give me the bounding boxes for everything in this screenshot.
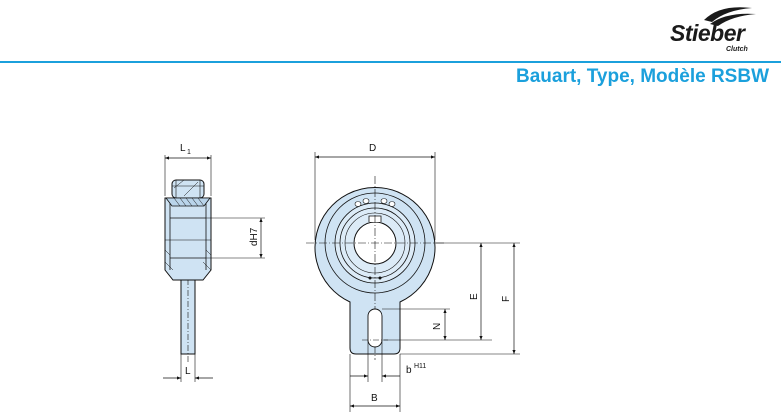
logo-swoosh-icon <box>704 7 756 26</box>
label-dh7: dH7 <box>249 227 260 246</box>
label-bh11: b <box>406 365 412 376</box>
label-l1: L <box>180 143 186 154</box>
label-bh11-superscript: H11 <box>414 363 426 370</box>
brand-subtitle: Clutch <box>726 46 748 53</box>
front-view: D E F N b H11 B <box>306 143 520 412</box>
label-b: B <box>371 393 378 404</box>
label-e: E <box>469 293 480 300</box>
side-view: L 1 dH7 L <box>163 143 265 382</box>
label-l: L <box>185 366 191 377</box>
brand-name: Stieber <box>670 20 745 46</box>
label-n: N <box>432 323 443 330</box>
label-f: F <box>501 296 512 302</box>
page-title: Bauart, Type, Modèle RSBW <box>515 66 769 87</box>
label-d: D <box>369 143 376 154</box>
label-l1-subscript: 1 <box>187 149 191 156</box>
header-divider <box>0 61 781 63</box>
stieber-logo: Stieber Clutch <box>660 6 770 56</box>
